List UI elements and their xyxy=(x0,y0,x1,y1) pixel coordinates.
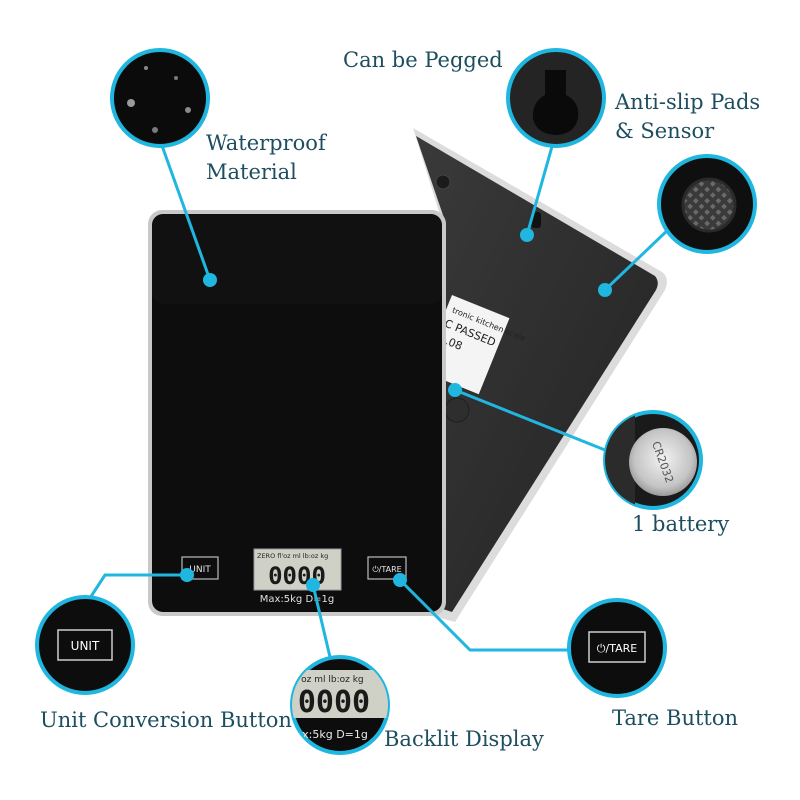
label-antislip: Anti-slip Pads & Sensor xyxy=(615,88,760,146)
callout-lines xyxy=(88,139,674,658)
capacity-spec: Max:5kg D=1g xyxy=(260,594,335,605)
zoom-display: fl'oz ml lb:oz kg 0000 x:5kg D=1g xyxy=(290,655,390,755)
lcd-indicators: ZERO fl'oz ml lb:oz kg xyxy=(257,552,328,560)
zoom-unit-button: UNIT xyxy=(35,595,135,695)
hotspot-tare xyxy=(393,573,407,587)
hotspots xyxy=(180,228,612,592)
zoom-lcd-digits: 0000 xyxy=(298,685,370,720)
coin-battery-icon xyxy=(629,428,697,496)
unit-button-label: UNIT xyxy=(189,565,211,575)
label-can-be-pegged: Can be Pegged xyxy=(343,48,503,72)
zoom-tare-button: ⏻/TARE xyxy=(567,598,667,698)
scale-back-view: tronic kitchen scale C PASSED 0.08 xyxy=(413,128,667,622)
label-waterproof-line-2: Material xyxy=(206,160,297,184)
label-backlit-display: Backlit Display xyxy=(384,727,544,751)
label-waterproof-line-1: Waterproof xyxy=(206,131,326,155)
hotspot-peg xyxy=(520,228,534,242)
hotspot-waterproof xyxy=(203,273,217,287)
keyhole-icon xyxy=(532,70,579,135)
zoom-antislip xyxy=(657,154,757,254)
label-unit-conversion: Unit Conversion Button xyxy=(40,708,292,732)
scale-platform xyxy=(152,214,442,612)
zoom-battery: CR2032 xyxy=(603,410,703,510)
zoom-spec: x:5kg D=1g xyxy=(302,728,368,741)
foot-pad-icon xyxy=(681,177,737,233)
hotspot-battery xyxy=(448,383,462,397)
tare-button-label: ⏻/TARE xyxy=(372,565,401,574)
hotspot-display xyxy=(306,578,320,592)
lcd-display: ZERO fl'oz ml lb:oz kg 0000 xyxy=(253,548,342,591)
unit-button[interactable]: UNIT xyxy=(181,556,219,580)
label-battery: 1 battery xyxy=(632,512,730,536)
label-antislip-line-1: Anti-slip Pads xyxy=(615,90,761,114)
hotspot-antislip xyxy=(598,283,612,297)
label-antislip-line-2: & Sensor xyxy=(615,119,715,143)
hotspot-unit xyxy=(180,568,194,582)
battery-cover xyxy=(444,397,470,423)
zoom-peg xyxy=(506,48,606,148)
sensor-dot xyxy=(435,174,451,190)
zoom-unit-label: UNIT xyxy=(71,639,100,653)
scale-front-view: UNIT ZERO fl'oz ml lb:oz kg 0000 Max:5kg… xyxy=(148,210,446,616)
zoom-lcd-indicators: fl'oz ml lb:oz kg xyxy=(293,675,364,685)
zoom-tare-label: ⏻/TARE xyxy=(597,642,637,655)
label-tare-button: Tare Button xyxy=(612,706,739,730)
label-waterproof: Waterproof Material xyxy=(206,129,326,187)
zoom-waterproof xyxy=(110,48,210,148)
tare-button[interactable]: ⏻/TARE xyxy=(367,556,407,580)
